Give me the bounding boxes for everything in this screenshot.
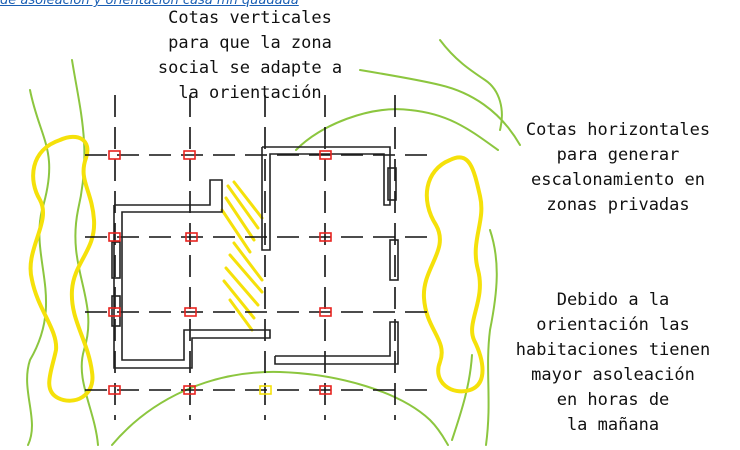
structural-grid [85,95,435,420]
sun-hatch-marks [220,180,264,332]
column-markers [108,150,332,395]
house-walls [111,146,399,369]
source-link[interactable]: de asoleación y orientación casa mh quad… [0,0,299,8]
annotation-horizontal-dimensions: Cotas horizontales para generar escalona… [525,120,711,215]
annotation-vertical-dimensions: Cotas verticales para que la zona social… [157,8,343,103]
sun-zone-outlines [28,134,485,403]
vegetation-lines [26,39,521,446]
annotation-bedroom-sunlight: Debido a la orientación las habitaciones… [515,290,711,435]
